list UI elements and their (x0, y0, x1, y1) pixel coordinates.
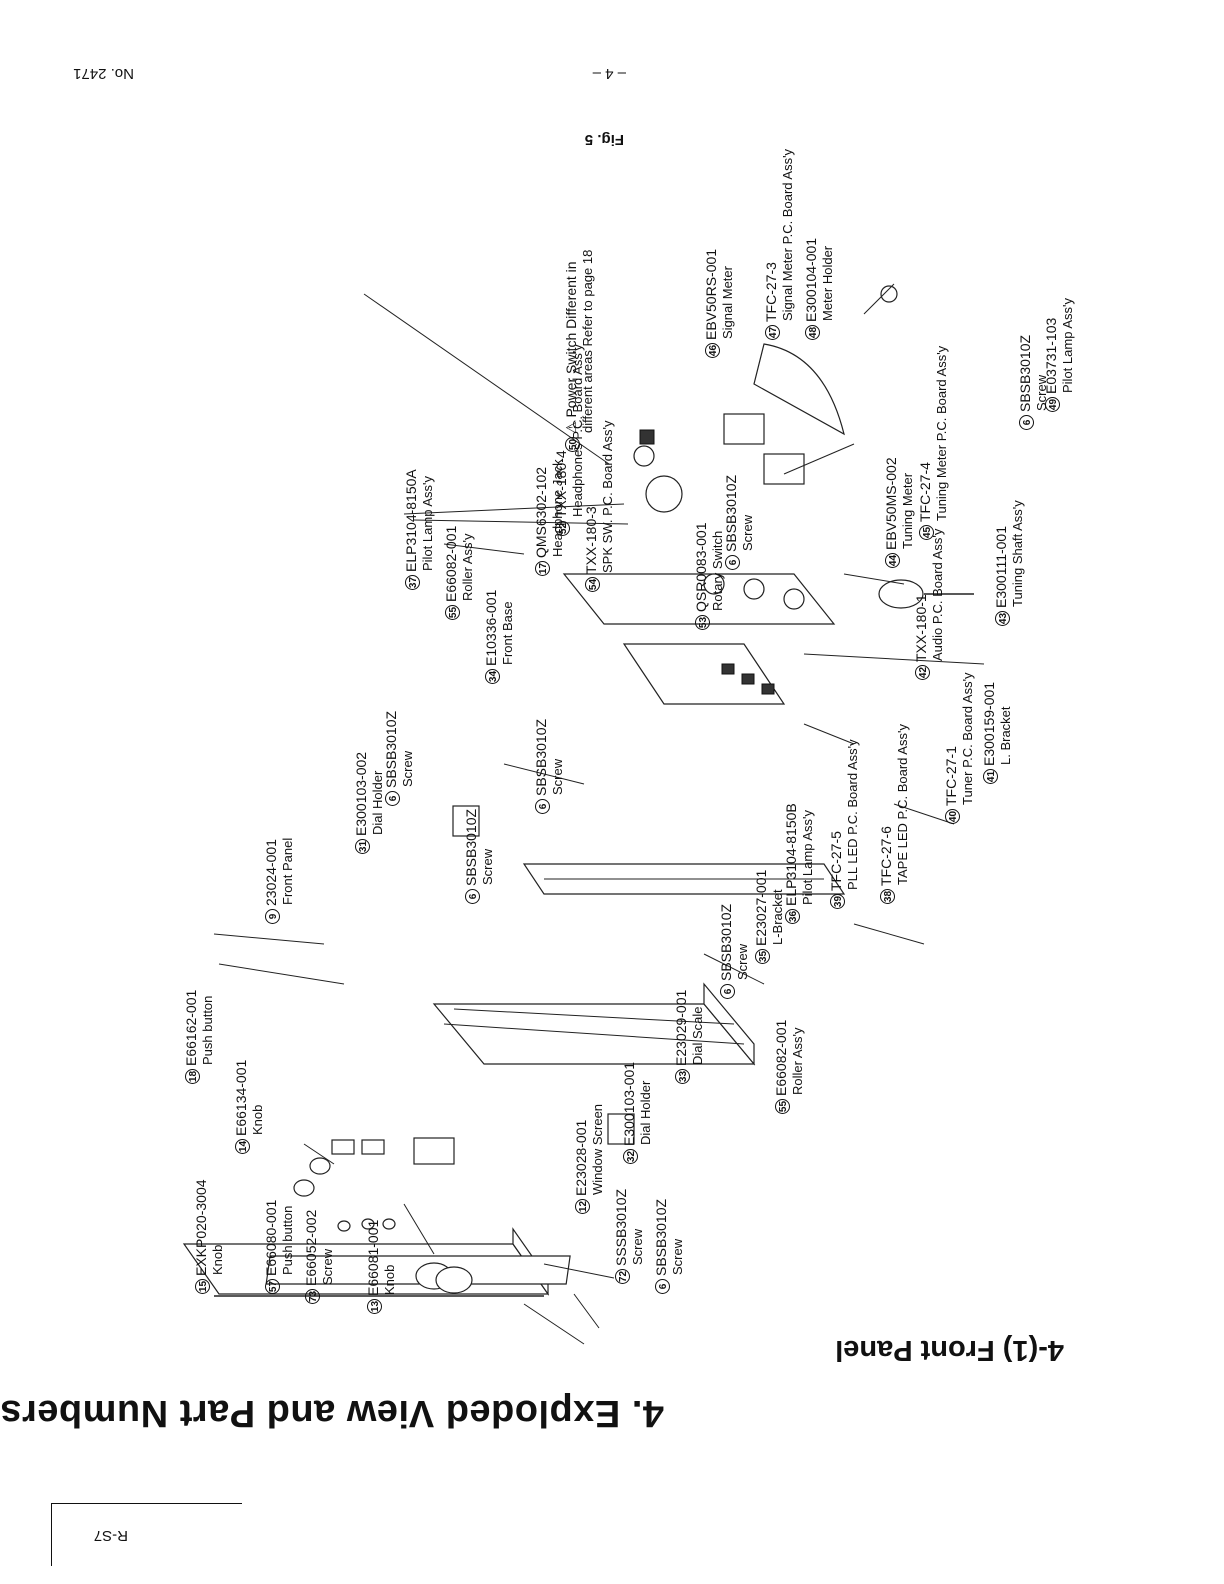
callout-base-screw-c: 6SBSB3010Z Screw (533, 719, 565, 814)
callout-tuning-shaft: 43E300111-001 Tuning Shaft Ass'y (993, 500, 1025, 626)
meter-parts (723, 343, 845, 485)
callout-pilot-lamp-a: 37ELP3104-8150A Pilot Lamp Ass'y (403, 469, 435, 590)
callout-knob-large: 13E66081-001 Knob (365, 1219, 397, 1314)
dial-scale-part (522, 863, 846, 895)
callout-tape-led-board: 38TFC-27-6 TAPE LED P.C. Board Ass'y (878, 724, 910, 904)
callout-roller-a: 55E66082-001 Roller Ass'y (773, 1019, 805, 1114)
pc-board-parts (562, 573, 836, 705)
callout-pll-led-board: 39TFC-27-5 PLL LED P.C. Board Ass'y (828, 739, 860, 909)
callout-pilot-lamp-c: 49E03731-103 Pilot Lamp Ass'y (1043, 298, 1075, 412)
callout-tuning-meter: 44EBV50MS-002 Tuning Meter (883, 457, 915, 568)
callout-signal-meter: 46EBV50RS-001 Signal Meter (703, 248, 735, 358)
callout-base-screw-b: 6SBSB3010Z Screw (383, 711, 415, 806)
callout-push-button-a: 57E66080-001 Push button (263, 1199, 295, 1294)
dial-holder-parts (452, 805, 635, 1145)
callout-dial-holder-b: 31E300103-002 Dial Holder (353, 751, 385, 854)
callout-pilot-lamp-b: 36ELP3104-8150B Pilot Lamp Ass'y (783, 803, 815, 924)
callout-base-screw-a: 6SBSB3010Z Screw (718, 904, 750, 999)
callout-signal-meter-board: 47TFC-27-3 Signal Meter P.C. Board Ass'y (763, 148, 795, 340)
callout-audio-board: 42TXX-180-1 Audio P.C. Board Ass'y (913, 528, 945, 680)
leader-lines (213, 283, 985, 1345)
callout-meter-holder: 48E300104-001 Meter Holder (803, 237, 835, 340)
callout-knob-small: 15EXKP020-3004 Knob (193, 1179, 225, 1294)
callout-front-base: 34E10336-001 Front Base (483, 589, 515, 684)
callout-tuner-board: 40TFC-27-1 Tuner P.C. Board Ass'y (943, 672, 975, 824)
callout-tuning-meter-board: 45TFC-27-4 Tuning Meter P.C. Board Ass'y (917, 345, 949, 540)
callout-knob-medium: 14E66134-001 Knob (233, 1059, 265, 1154)
callout-push-button-b: 18E66162-001 Push button (183, 989, 215, 1084)
callout-headphone-jack: 17QMS6302-102 Headphone Jack (533, 459, 565, 576)
callout-rotary-switch: 53QSR0083-001 Rotary Switch (693, 522, 725, 630)
front-base-part (432, 982, 756, 1066)
knob-parts (293, 1157, 473, 1294)
callout-panel-screw-a: 6SBSB3010Z Screw (653, 1199, 685, 1294)
callout-switch-screw: 6SBSB3010Z Screw (723, 475, 755, 570)
callout-knob-screw: 73E66052-002 Screw (303, 1209, 335, 1304)
callout-l-bracket-a: 35E23027-001 L-Bracket (753, 869, 785, 964)
callout-dial-scale: 33E23029-001 Dial Scale (673, 989, 705, 1084)
push-button-parts (331, 1137, 455, 1165)
callout-base-screw-d: 6SBSB3010Z Screw (463, 809, 495, 904)
callout-roller-b: 55E66082-001 Roller Ass'y (443, 525, 475, 620)
callout-front-panel: 923024-001 Front Panel (263, 838, 295, 924)
callout-window-screw: 72SSSB3010Z Screw (613, 1188, 645, 1284)
callout-l-bracket-b: 41E300159-001 L. Bracket (981, 681, 1013, 784)
callout-spk-sw-board: 54TXX-180-3 SPK SW. P.C. Board Ass'y (583, 420, 615, 592)
switch-jack-parts (633, 285, 898, 513)
callout-dial-holder-a: 32E300103-001 Dial Holder (621, 1061, 653, 1164)
tuning-shaft-part (878, 579, 974, 609)
callout-window-screen: 12E23028-001 Window Screen (573, 1103, 605, 1214)
